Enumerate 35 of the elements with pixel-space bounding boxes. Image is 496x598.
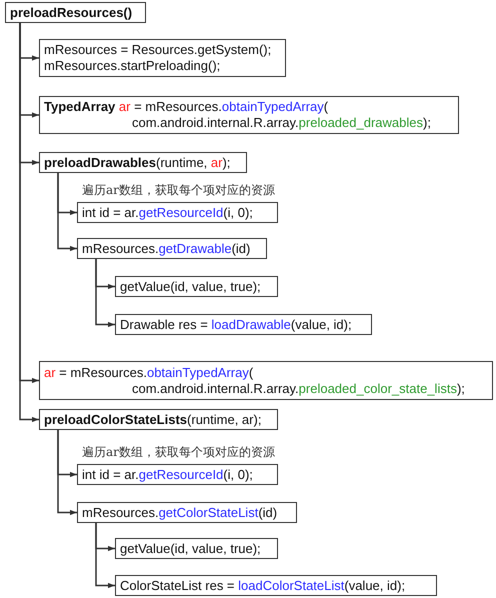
code-box [39,39,286,77]
code-text: preloadDrawables(runtime, ar); [44,154,232,170]
code-box [115,314,372,335]
code-box [39,96,459,134]
code-text: ColorStateList res = loadColorStateList(value, id); [120,578,406,594]
code-box [39,409,278,430]
code-text: TypedArray ar = mResources.obtainTypedArray( com.android.internal.R.array.preloaded_drawables); [44,99,432,131]
code-text: preloadResources() [10,4,134,20]
code-text: preloadColorStateLists(runtime, ar); [44,412,262,428]
code-box [77,202,278,223]
code-box [39,361,493,400]
code-box [77,502,297,523]
code-text: mResources = Resources.getSystem(); [44,42,272,58]
function-box [5,2,146,23]
code-box [115,575,437,596]
code-box [115,538,278,559]
connector-arrow [95,259,115,328]
connector-arrow [57,430,77,516]
code-text: getValue(id, value, true); [120,540,262,556]
comment-text: 遍历ar数组，获取每个项对应的资源 [82,183,275,197]
code-text: mResources.startPreloading(); [44,58,222,74]
connector-arrow [95,523,115,588]
code-text: int id = ar.getResourceId(i, 0); [82,466,254,482]
code-box [39,152,247,173]
code-box [115,276,278,297]
connector-arrow [57,173,77,252]
code-box [77,464,278,485]
code-text: getValue(id, value, true); [120,278,262,294]
code-text: mResources.getColorStateList(id) [82,504,278,520]
code-text: int id = ar.getResourceId(i, 0); [82,204,254,220]
code-box [77,238,267,259]
comment-text: 遍历ar数组，获取每个项对应的资源 [82,445,275,459]
code-text: mResources.getDrawable(id) [82,240,252,256]
code-text: Drawable res = loadDrawable(value, id); [120,316,353,332]
code-text: ar = mResources.obtainTypedArray( com.android.internal.R.array.preloaded_color_state_lists); [44,364,466,396]
